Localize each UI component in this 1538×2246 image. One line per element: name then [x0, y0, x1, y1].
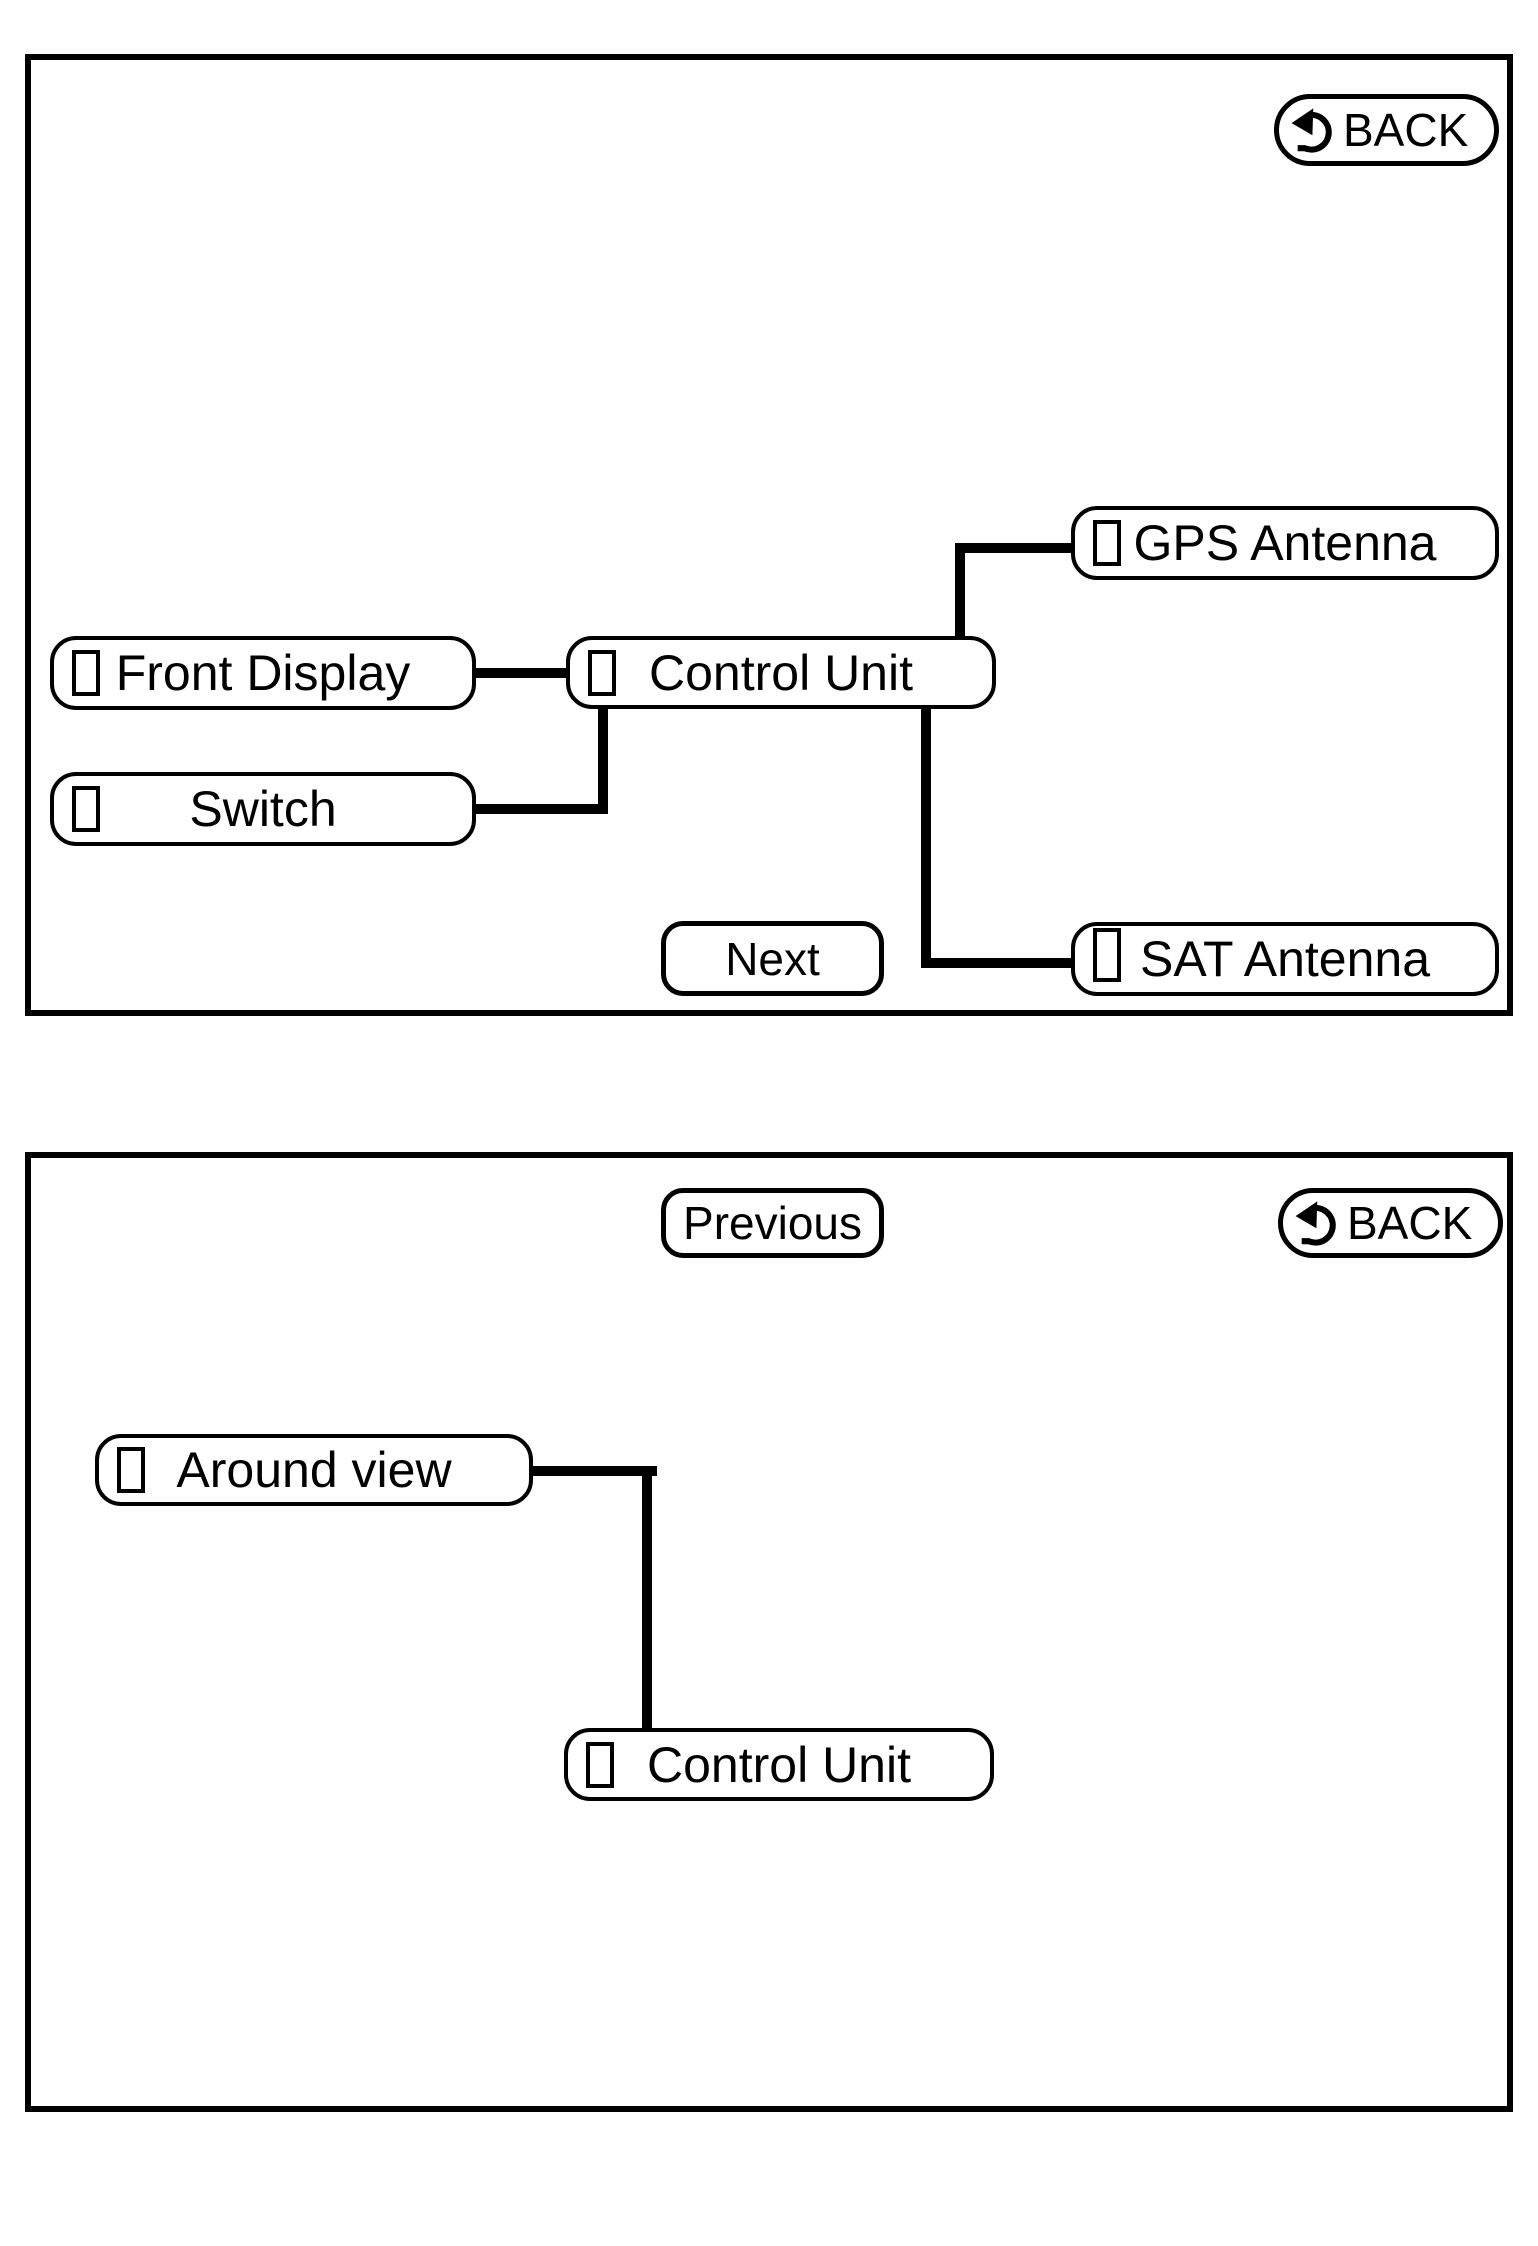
node-control-unit-2-label: Control Unit	[647, 1736, 911, 1793]
node-sat-antenna: SAT Antenna	[1071, 922, 1499, 996]
node-gps-antenna-label: GPS Antenna	[1133, 515, 1437, 571]
connector-sat-horizontal	[921, 958, 1071, 968]
connector-switch-horizontal	[474, 804, 608, 814]
connector-front-display-control-unit	[474, 668, 570, 678]
placeholder-icon	[588, 649, 616, 696]
undo-arrow-icon	[1295, 1201, 1336, 1246]
connector-control-unit-sat-vertical	[921, 706, 931, 967]
placeholder-icon	[586, 1741, 614, 1788]
connector-around-view-horizontal	[531, 1466, 657, 1476]
placeholder-icon	[72, 650, 100, 696]
node-control-unit-label: Control Unit	[649, 644, 913, 701]
placeholder-icon	[1093, 928, 1121, 983]
connector-gps-horizontal	[955, 543, 1071, 553]
connector-control-unit-switch-vertical	[598, 706, 608, 814]
back-button-label: BACK	[1343, 104, 1469, 156]
screen-panel-1: BACK GPS Antenna Front Display Control U…	[25, 54, 1513, 1016]
node-front-display: Front Display	[50, 636, 476, 710]
node-switch-label: Switch	[189, 781, 337, 837]
undo-arrow-icon	[1291, 108, 1332, 153]
previous-button[interactable]: Previous	[661, 1188, 884, 1258]
back-button-2[interactable]: BACK	[1278, 1188, 1503, 1258]
placeholder-icon	[1093, 520, 1121, 566]
node-sat-antenna-label: SAT Antenna	[1139, 931, 1431, 987]
node-control-unit: Control Unit	[566, 636, 996, 709]
placeholder-icon	[72, 786, 100, 832]
next-button[interactable]: Next	[661, 921, 884, 996]
screen-panel-2: Previous BACK Around view Control Unit	[25, 1152, 1513, 2112]
node-control-unit-2: Control Unit	[564, 1728, 994, 1801]
node-around-view: Around view	[95, 1434, 533, 1506]
node-switch: Switch	[50, 772, 476, 846]
connector-around-view-control-unit-vertical	[642, 1466, 652, 1728]
previous-button-label: Previous	[683, 1197, 862, 1249]
back-button[interactable]: BACK	[1274, 94, 1499, 166]
back-button-2-label: BACK	[1347, 1197, 1473, 1249]
node-front-display-label: Front Display	[115, 645, 411, 701]
connector-control-unit-gps-vertical	[955, 543, 965, 640]
node-gps-antenna: GPS Antenna	[1071, 506, 1499, 580]
placeholder-icon	[117, 1447, 145, 1493]
next-button-label: Next	[725, 932, 820, 985]
node-around-view-label: Around view	[176, 1442, 452, 1498]
